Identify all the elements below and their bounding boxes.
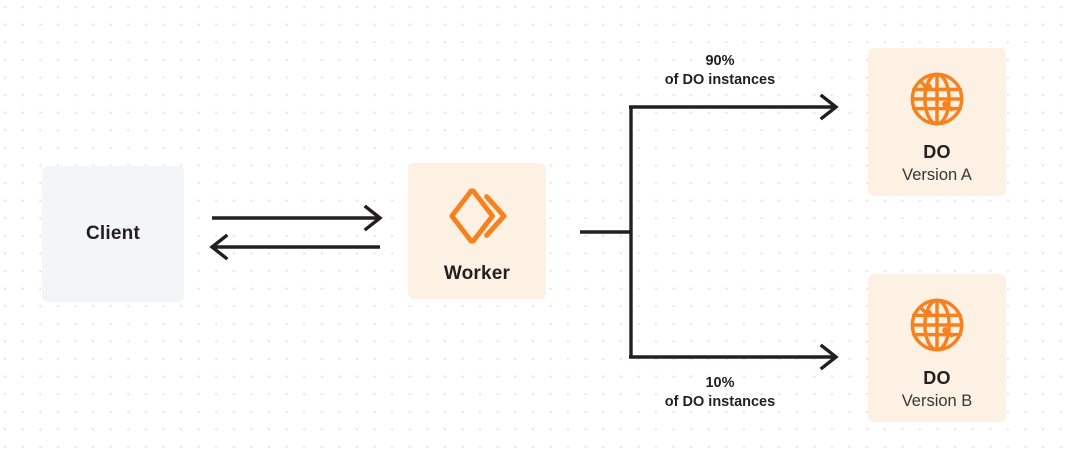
edge-label-do-a: 90% of DO instances <box>608 52 832 90</box>
edge-label-do-b: 10% of DO instances <box>608 374 832 412</box>
edge-label-do-b-percent: 10% <box>705 375 735 391</box>
node-client-label: Client <box>86 223 140 244</box>
arrow-worker-to-do-a <box>629 93 839 121</box>
edge-label-do-a-description: of DO instances <box>664 72 776 88</box>
edge-label-do-a-percent: 90% <box>705 53 735 69</box>
node-do-version-a-subtitle: Version A <box>902 166 972 184</box>
node-worker-label: Worker <box>443 263 511 284</box>
node-client[interactable]: Client <box>42 166 184 302</box>
arrow-worker-to-do-b <box>629 343 839 371</box>
node-worker[interactable]: Worker <box>408 163 546 299</box>
node-do-version-b-subtitle: Version B <box>901 392 973 410</box>
globe-icon <box>908 70 966 128</box>
cloudflare-workers-icon <box>446 187 508 245</box>
globe-icon <box>908 296 966 354</box>
connector-worker-split <box>580 107 633 357</box>
node-do-version-b[interactable]: DO Version B <box>868 274 1006 422</box>
node-do-version-a[interactable]: DO Version A <box>868 48 1006 196</box>
node-do-version-a-title: DO <box>923 142 951 162</box>
arrow-client-to-worker <box>212 204 383 232</box>
arrow-worker-to-client <box>209 233 380 261</box>
edge-label-do-b-description: of DO instances <box>664 394 776 410</box>
node-do-version-b-title: DO <box>923 368 951 388</box>
